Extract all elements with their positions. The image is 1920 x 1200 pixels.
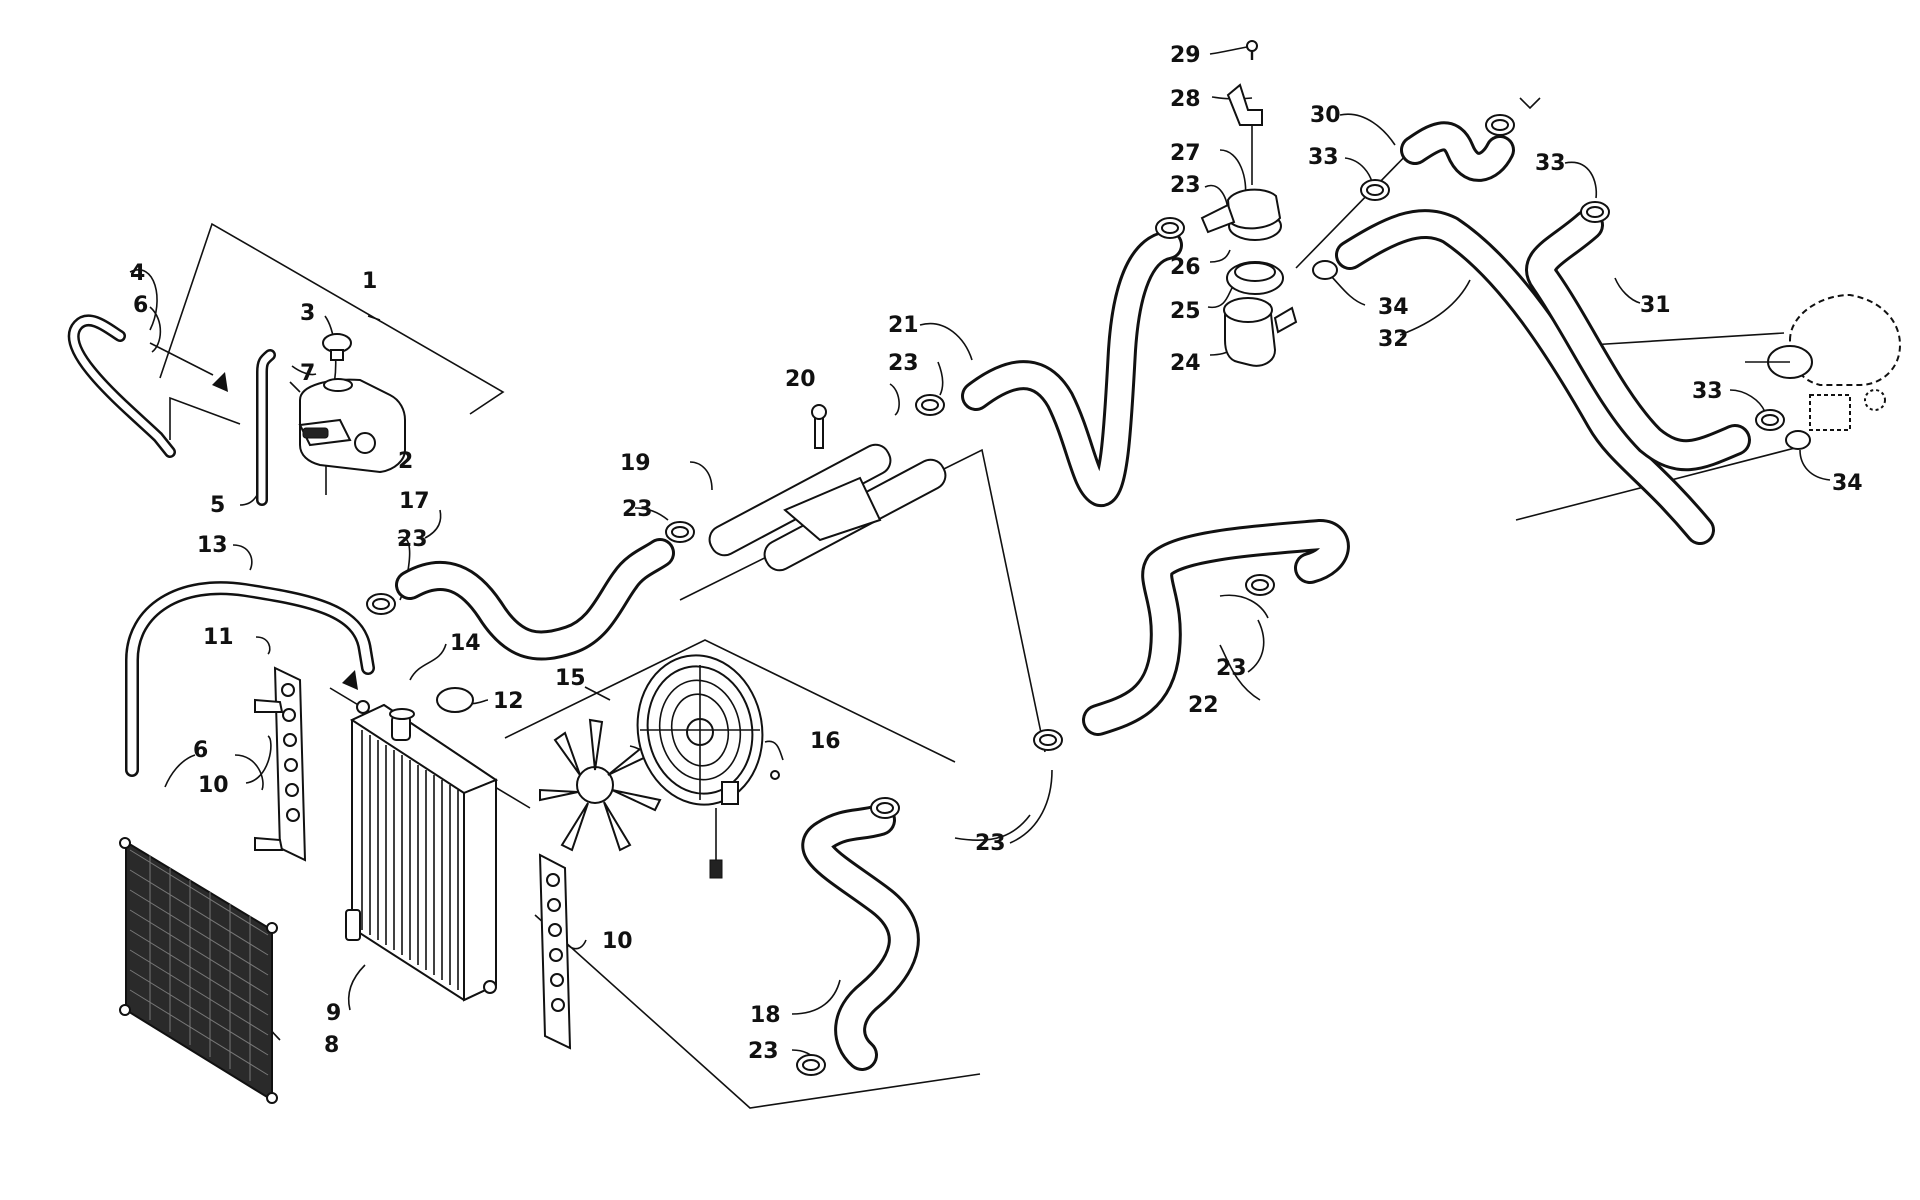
radiator-fins: [361, 730, 459, 990]
callout-19: 19: [620, 451, 651, 476]
callout-10b: 10: [602, 929, 633, 954]
callout-31: 31: [1640, 293, 1671, 318]
fan-shroud-motor: [636, 654, 780, 879]
callout-34b: 34: [1832, 471, 1863, 496]
callout-21: 21: [888, 313, 919, 338]
callout-5: 5: [210, 493, 225, 518]
overflow-tank: [298, 333, 406, 474]
callout-30: 30: [1310, 103, 1341, 128]
marker-triangle: [342, 670, 358, 690]
radiator: [345, 687, 499, 1002]
callout-7: 7: [300, 361, 315, 386]
callout-18: 18: [750, 1003, 781, 1028]
callout-16: 16: [810, 729, 841, 754]
callout-3: 3: [300, 301, 315, 326]
callout-23f: 23: [975, 831, 1006, 856]
callout-6a: 6: [133, 293, 148, 318]
callout-29: 29: [1170, 43, 1201, 68]
radiator-bracket-right: [538, 853, 572, 1050]
callout-26: 26: [1170, 255, 1201, 280]
callout-24: 24: [1170, 351, 1201, 376]
callout-4: 4: [130, 261, 145, 286]
callout-33a: 33: [1308, 145, 1339, 170]
leader-lines: [129, 45, 1831, 1109]
callout-33c: 33: [1692, 379, 1723, 404]
callout-2: 2: [398, 449, 413, 474]
callout-labels: 1 2 3 4 5 6 7 8 9 10 10 11 12 13 14 15 1…: [130, 43, 1863, 1064]
callout-33b: 33: [1535, 151, 1566, 176]
callout-20: 20: [785, 367, 816, 392]
callout-25: 25: [1170, 299, 1201, 324]
callout-1: 1: [362, 269, 377, 294]
water-pump-housing: [1519, 97, 1902, 431]
radiator-bracket-left: [254, 666, 307, 862]
thermostat-housing: [1200, 40, 1298, 367]
callout-17: 17: [399, 489, 430, 514]
callout-10a: 10: [198, 773, 229, 798]
marker-triangle: [212, 372, 228, 392]
callout-27: 27: [1170, 141, 1201, 166]
callout-6b: 6: [193, 738, 208, 763]
callout-22: 22: [1188, 693, 1219, 718]
callout-34a: 34: [1378, 295, 1409, 320]
callout-12: 12: [493, 689, 524, 714]
hose-clamps: [366, 114, 1811, 1076]
callout-23d: 23: [1170, 173, 1201, 198]
callout-8: 8: [324, 1033, 339, 1058]
callout-23c: 23: [888, 351, 919, 376]
callout-23g: 23: [748, 1039, 779, 1064]
callout-14: 14: [450, 631, 481, 656]
callout-15: 15: [555, 666, 586, 691]
callout-32: 32: [1378, 327, 1409, 352]
callout-9: 9: [326, 1001, 341, 1026]
radiator-screen: [119, 837, 278, 1104]
cooling-fan-blade: [539, 718, 662, 852]
hoses: [67, 121, 1751, 1071]
pipe-19: [708, 404, 947, 572]
callout-28: 28: [1170, 87, 1201, 112]
callout-23a: 23: [397, 527, 428, 552]
callout-23e: 23: [1216, 656, 1247, 681]
callout-11: 11: [203, 625, 234, 650]
callout-13: 13: [197, 533, 228, 558]
callout-23b: 23: [622, 497, 653, 522]
